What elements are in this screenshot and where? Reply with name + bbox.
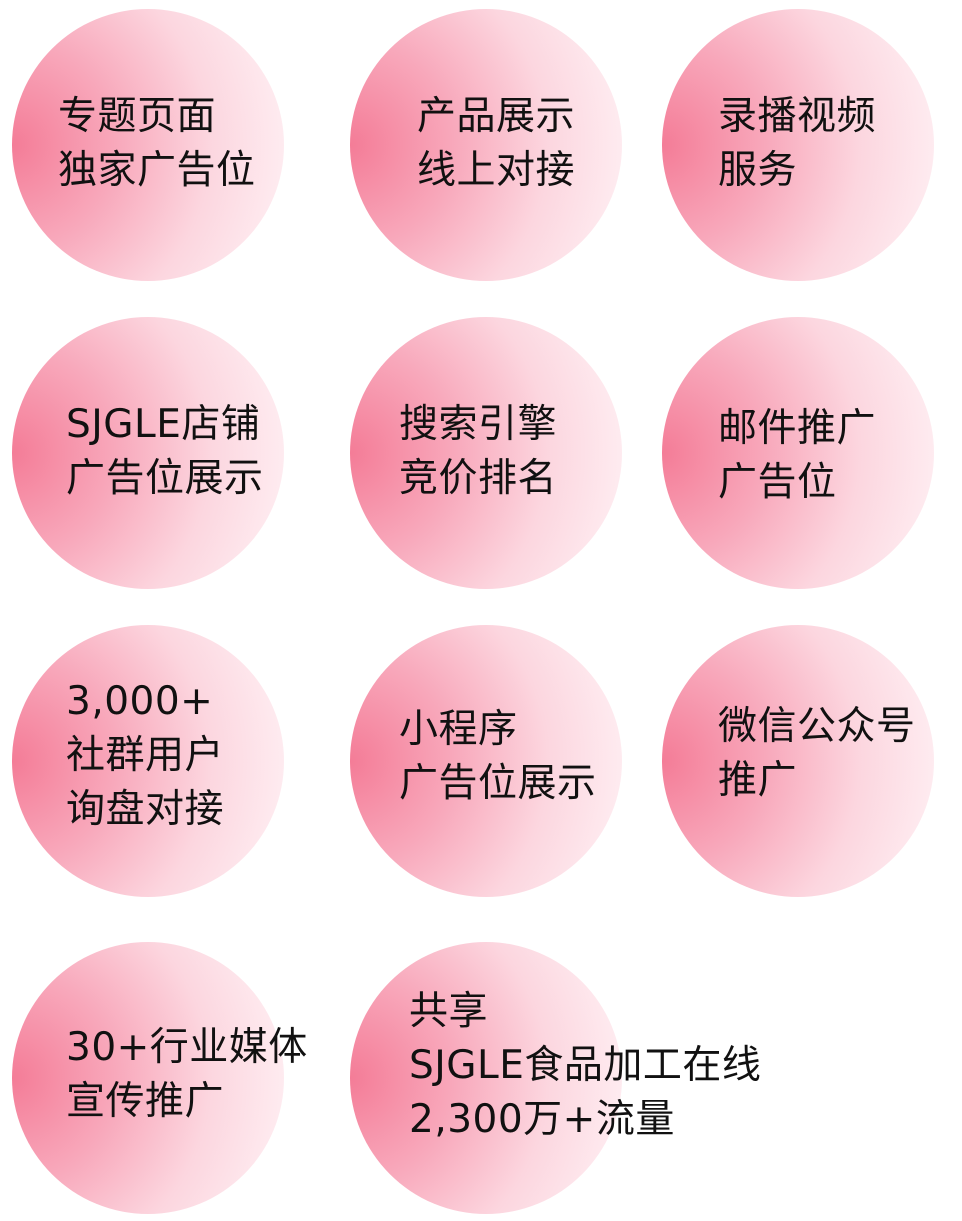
service-label-line: 竞价排名 <box>399 456 558 501</box>
service-label-line: 服务 <box>718 148 798 193</box>
service-label-community-users: 3,000+ 社群用户 询盘对接 <box>66 675 224 837</box>
service-circle-shared-traffic <box>350 942 622 1214</box>
service-label-search-engine-bidding: 搜索引擎 竞价排名 <box>399 398 557 506</box>
service-circle-email-promotion <box>662 317 934 589</box>
service-label-line: 社群用户 <box>66 733 225 778</box>
service-label-line: 2,300万+流量 <box>409 1097 675 1142</box>
service-label-line: 邮件推广 <box>718 406 877 451</box>
service-label-industry-media: 30+行业媒体 宣传推广 <box>66 1021 308 1129</box>
service-label-line: 产品展示 <box>417 94 576 139</box>
service-label-line: 独家广告位 <box>58 148 256 193</box>
service-label-recorded-video: 录播视频 服务 <box>718 90 876 198</box>
service-label-line: 小程序 <box>399 707 518 752</box>
service-circle-sjgle-store-ad <box>12 317 284 589</box>
service-circle-mini-program-ad <box>350 625 622 897</box>
service-label-special-page-ad: 专题页面 独家广告位 <box>58 90 256 198</box>
service-circle-search-engine-bidding <box>350 317 622 589</box>
service-circle-wechat-promotion <box>662 625 934 897</box>
service-label-line: 30+行业媒体 <box>66 1025 308 1070</box>
service-label-shared-traffic: 共享 SJGLE食品加工在线 2,300万+流量 <box>409 985 761 1147</box>
service-label-line: 搜索引擎 <box>399 402 558 447</box>
service-circle-product-showcase <box>350 9 622 281</box>
service-label-line: 宣传推广 <box>66 1079 225 1124</box>
service-label-product-showcase: 产品展示 线上对接 <box>417 90 575 198</box>
service-label-line: 微信公众号 <box>718 704 916 749</box>
service-circle-recorded-video <box>662 9 934 281</box>
service-label-line: SJGLE食品加工在线 <box>409 1043 762 1088</box>
service-label-line: SJGLE店铺 <box>66 402 261 447</box>
service-label-line: 推广 <box>718 758 798 803</box>
service-label-line: 3,000+ <box>66 679 214 724</box>
service-label-line: 广告位 <box>718 460 837 505</box>
service-circle-community-users <box>12 625 284 897</box>
service-label-mini-program-ad: 小程序 广告位展示 <box>399 703 597 811</box>
service-label-wechat-promotion: 微信公众号 推广 <box>718 700 916 808</box>
service-label-line: 广告位展示 <box>399 761 597 806</box>
service-label-line: 录播视频 <box>718 94 877 139</box>
service-label-line: 共享 <box>409 989 489 1034</box>
service-label-line: 线上对接 <box>417 148 576 193</box>
service-label-line: 询盘对接 <box>66 787 225 832</box>
service-label-line: 广告位展示 <box>66 456 264 501</box>
service-label-line: 专题页面 <box>58 94 217 139</box>
service-label-email-promotion: 邮件推广 广告位 <box>718 402 876 510</box>
service-label-sjgle-store-ad: SJGLE店铺 广告位展示 <box>66 398 264 506</box>
service-circle-industry-media <box>12 942 284 1214</box>
service-circle-special-page-ad <box>12 9 284 281</box>
